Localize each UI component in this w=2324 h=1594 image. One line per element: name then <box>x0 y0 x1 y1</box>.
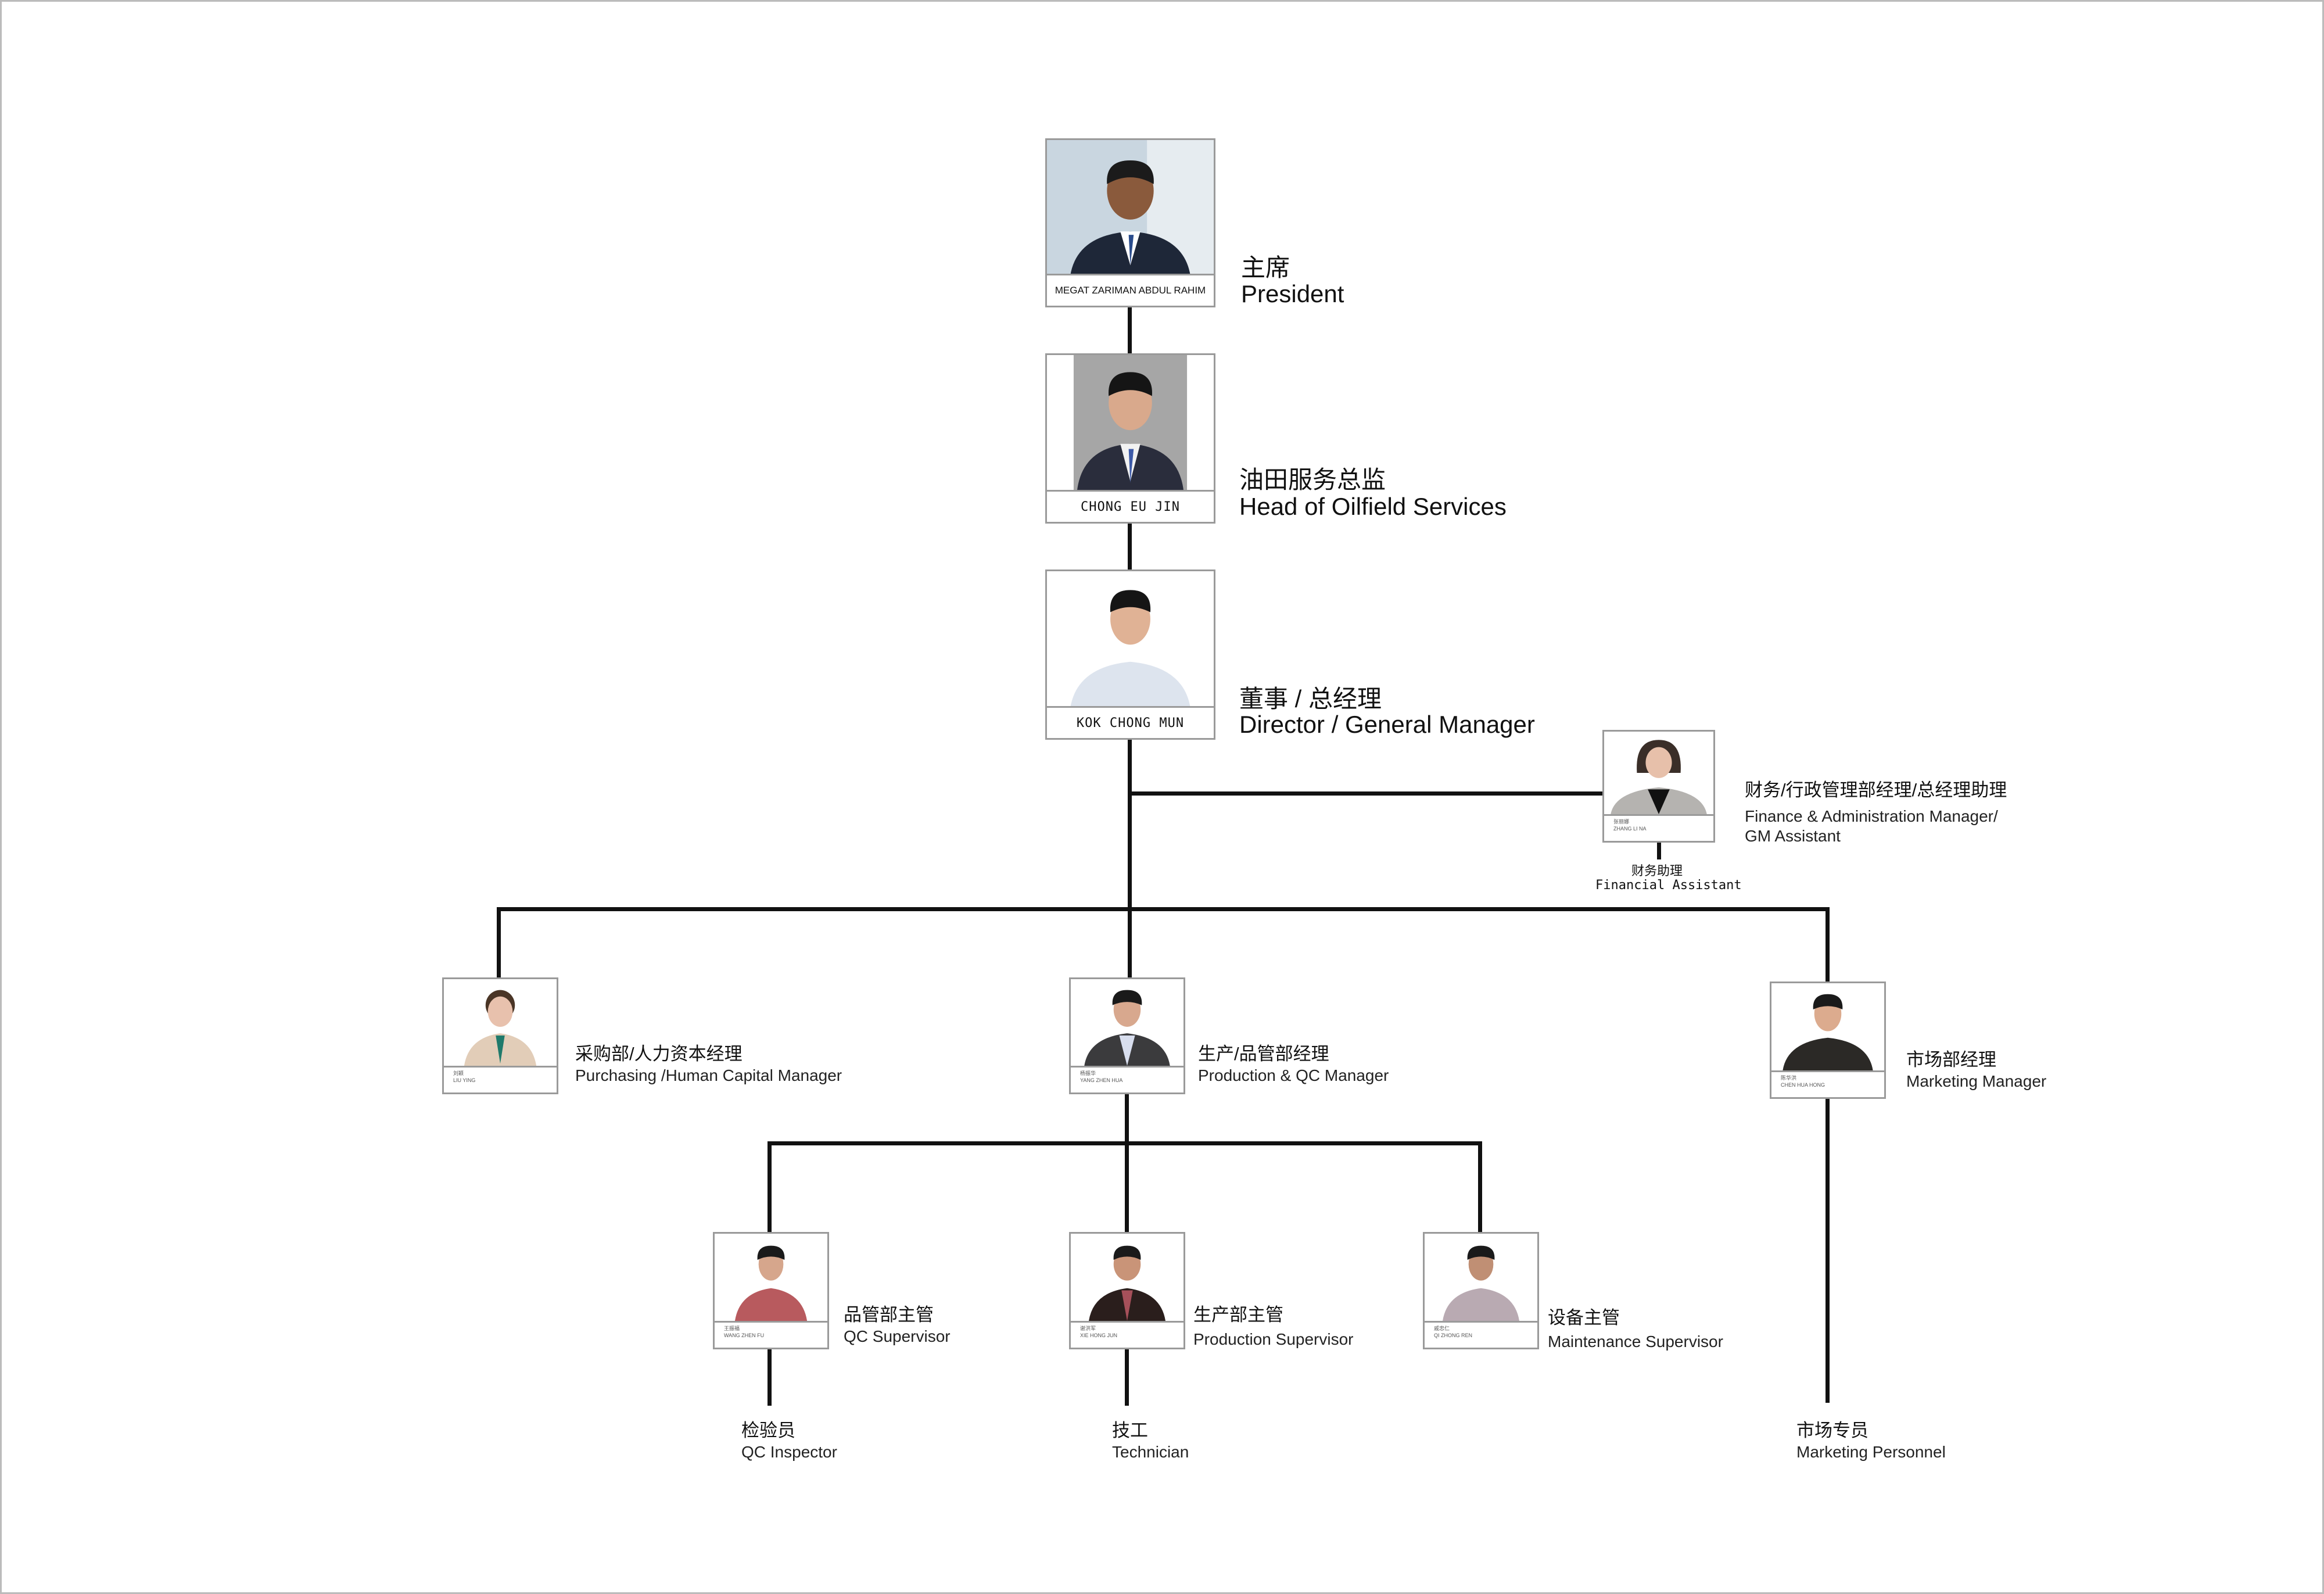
name-label: CHEN HUA HONG <box>1781 1082 1826 1088</box>
name-cn: 戚忠仁 <box>1434 1326 1450 1331</box>
name-label: ZHANG LI NA <box>1613 826 1647 832</box>
name-label: CHONG EU JIN <box>1047 490 1214 522</box>
name-cn: 谢洪军 <box>1080 1326 1096 1331</box>
connector-line <box>768 1349 772 1406</box>
role-en: QC Inspector <box>741 1443 837 1461</box>
title-cn: 采购部/人力资本经理 <box>575 1044 743 1064</box>
portrait-photo <box>715 1234 827 1321</box>
connector-line <box>1657 842 1661 859</box>
connector-line <box>1125 1094 1129 1232</box>
title-cn: 设备主管 <box>1548 1308 1620 1328</box>
role-en: Financial Assistant <box>1595 878 1742 893</box>
role-cn: 财务助理 <box>1631 864 1683 879</box>
title-cn: 生产部主管 <box>1193 1305 1283 1325</box>
title-cn: 市场部经理 <box>1906 1049 1996 1070</box>
role-cn: 市场专员 <box>1796 1420 1868 1441</box>
portrait-photo <box>1047 140 1214 275</box>
title-en: Marketing Manager <box>1906 1072 2047 1090</box>
role-en: Technician <box>1112 1443 1189 1461</box>
name-cn: 陈华洪 <box>1781 1075 1797 1081</box>
connector-line <box>768 1141 772 1233</box>
title-en-line2: GM Assistant <box>1745 827 1841 845</box>
connector-line <box>768 1141 1482 1145</box>
person-card-general-manager[interactable]: KOK CHONG MUN <box>1045 569 1215 740</box>
connector-line <box>1128 524 1132 570</box>
role-en: Marketing Personnel <box>1796 1443 1946 1461</box>
portrait-photo <box>1071 1234 1183 1321</box>
connector-line <box>1478 1141 1482 1233</box>
connector-line <box>497 907 501 978</box>
portrait-photo <box>1047 571 1214 708</box>
title-cn: 董事 / 总经理 <box>1239 685 1382 712</box>
portrait-photo <box>1771 983 1884 1070</box>
name-cn: 杨振华 <box>1080 1070 1096 1076</box>
role-cn: 检验员 <box>741 1420 795 1441</box>
name-label: WANG ZHEN FU <box>724 1332 765 1338</box>
title-cn: 品管部主管 <box>844 1305 934 1325</box>
name-cn: 刘颖 <box>453 1070 464 1076</box>
portrait-photo <box>444 979 557 1066</box>
name-label: MEGAT ZARIMAN ABDUL RAHIM <box>1047 274 1214 306</box>
person-card-president[interactable]: MEGAT ZARIMAN ABDUL RAHIM <box>1045 138 1215 307</box>
name-cn: 王振福 <box>724 1326 740 1331</box>
name-cn: 张丽娜 <box>1613 819 1630 825</box>
connector-line <box>1128 740 1132 911</box>
title-en: Production Supervisor <box>1193 1330 1354 1348</box>
role-cn: 技工 <box>1112 1420 1148 1441</box>
portrait-photo <box>1604 732 1713 814</box>
name-label: YANG ZHEN HUA <box>1080 1077 1123 1083</box>
title-cn: 财务/行政管理部经理/总经理助理 <box>1745 780 2007 800</box>
connector-line <box>1125 1349 1129 1406</box>
connector-line <box>1826 1099 1830 1403</box>
name-label: KOK CHONG MUN <box>1047 706 1214 738</box>
title-en: President <box>1241 280 1344 307</box>
title-en: Head of Oilfield Services <box>1239 493 1507 520</box>
portrait-photo <box>1425 1234 1537 1321</box>
title-cn: 油田服务总监 <box>1239 466 1386 493</box>
connector-line <box>1826 907 1830 983</box>
portrait-photo <box>1047 355 1214 492</box>
name-label: XIE HONG JUN <box>1080 1332 1118 1338</box>
title-en: Production & QC Manager <box>1198 1066 1389 1084</box>
title-en: Purchasing /Human Capital Manager <box>575 1066 842 1084</box>
title-cn: 生产/品管部经理 <box>1198 1044 1329 1064</box>
connector-line <box>497 907 1830 911</box>
connector-line <box>1128 907 1132 978</box>
title-en: Finance & Administration Manager/ <box>1745 807 1998 825</box>
title-cn: 主席 <box>1241 254 1290 281</box>
name-label: LIU YING <box>453 1077 476 1083</box>
person-card-head-oilfield[interactable]: CHONG EU JIN <box>1045 353 1215 524</box>
portrait-photo <box>1071 979 1183 1066</box>
title-en: Maintenance Supervisor <box>1548 1332 1723 1351</box>
connector-line <box>1128 307 1132 354</box>
connector-line <box>1129 791 1603 796</box>
title-en: QC Supervisor <box>844 1327 951 1345</box>
title-en: Director / General Manager <box>1239 711 1535 738</box>
name-label: QI ZHONG REN <box>1434 1332 1473 1338</box>
